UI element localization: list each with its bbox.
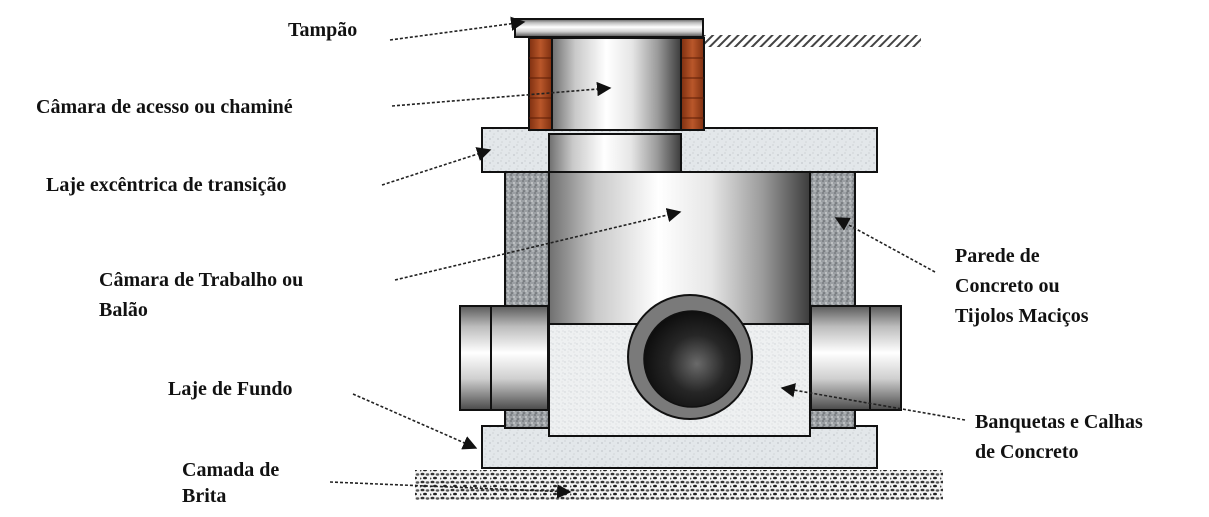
- label-banquetas: Banquetas e Calhas de Concreto: [975, 410, 1143, 464]
- arrow-camara-trabalho: [394, 208, 682, 281]
- arrow-laje-fundo: [352, 393, 478, 450]
- left-side-pipe: [459, 305, 549, 411]
- label-tampao: Tampão: [288, 19, 358, 41]
- shaft-brick-left: [528, 37, 553, 131]
- label-laje-excentrica: Laje excêntrica de transição: [46, 174, 287, 196]
- leader-lines: [329, 16, 966, 499]
- label-camara-trabalho-line2: Balão: [99, 299, 148, 321]
- shaft-brick-right: [680, 37, 705, 131]
- label-parede-line2: Concreto ou: [955, 275, 1060, 297]
- label-parede-line3: Tijolos Maciços: [955, 305, 1089, 327]
- label-parede: Parede de Concreto ou Tijolos Maciços: [955, 244, 1089, 328]
- arrow-tampao: [389, 16, 526, 41]
- label-banquetas-line1: Banquetas e Calhas: [975, 411, 1143, 433]
- ground-surface: [703, 35, 921, 47]
- label-camara-trabalho: Câmara de Trabalho ou Balão: [99, 268, 303, 322]
- label-camada-brita-line2: Brita: [182, 485, 227, 507]
- label-camara-acesso: Câmara de acesso ou chaminé: [36, 96, 293, 118]
- label-laje-fundo: Laje de Fundo: [168, 378, 293, 400]
- slab-opening: [548, 133, 682, 173]
- label-camada-brita-line1: Camada de: [182, 459, 280, 481]
- arrow-camada-brita: [329, 481, 572, 499]
- label-parede-line1: Parede de: [955, 245, 1040, 267]
- right-side-pipe: [810, 305, 902, 411]
- access-chamber: [551, 37, 682, 131]
- label-banquetas-line2: de Concreto: [975, 441, 1079, 463]
- arrow-camara-acesso: [391, 81, 612, 107]
- label-camara-trabalho-line1: Câmara de Trabalho ou: [99, 269, 304, 291]
- label-camada-brita: Camada de Brita: [182, 458, 279, 508]
- pipe-opening-inner: [643, 310, 741, 408]
- gravel-layer: [415, 470, 943, 500]
- arrow-laje-excentrica: [381, 147, 492, 186]
- brick-joints: [529, 57, 704, 119]
- manhole-lid: [514, 18, 704, 38]
- arrow-parede: [834, 217, 936, 273]
- arrow-banquetas: [780, 383, 966, 421]
